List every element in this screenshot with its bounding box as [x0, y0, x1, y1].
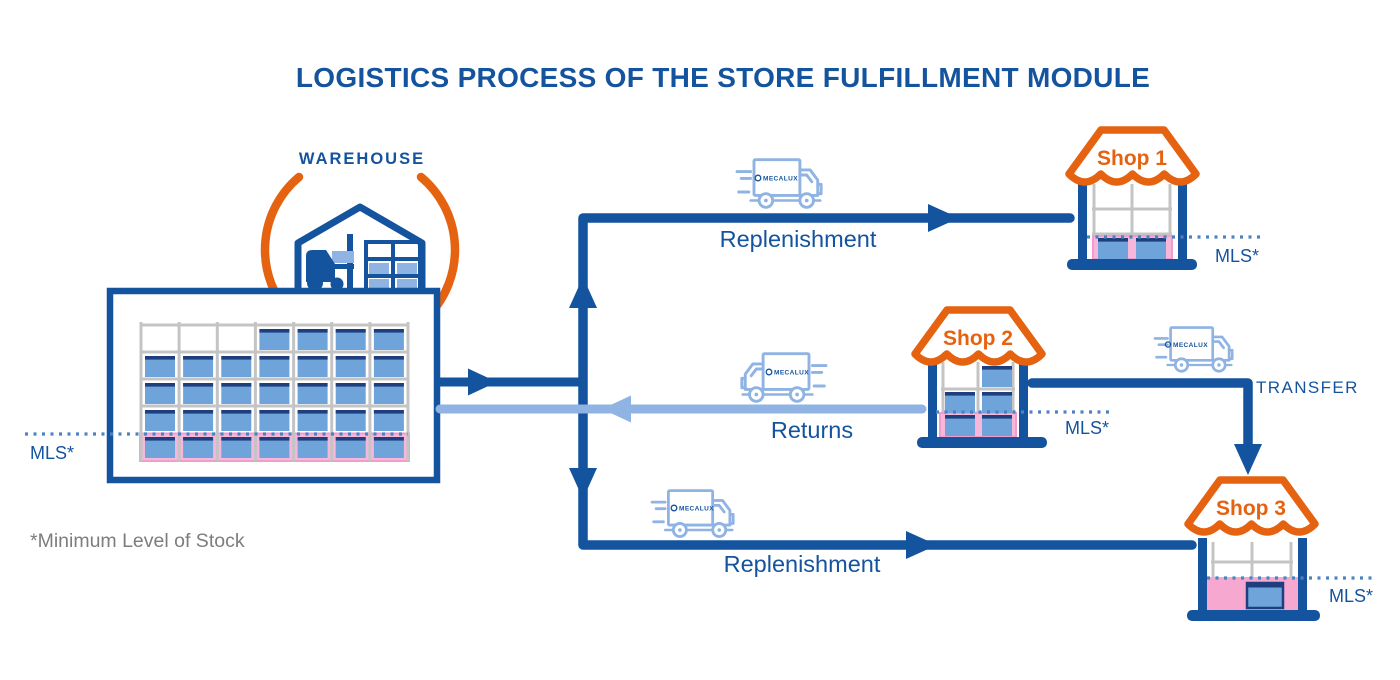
returns-label: Returns — [771, 417, 853, 443]
shop-3: Shop 3 MLS* — [1187, 480, 1373, 621]
mecalux-logo-mark — [754, 174, 762, 182]
shop-3-name: Shop 3 — [1216, 497, 1286, 520]
shop-3-mls-label: MLS* — [1329, 586, 1373, 606]
truck-icon-replenishment-bottom: MECALUX — [650, 489, 735, 538]
mecalux-logo: MECALUX — [1173, 342, 1208, 349]
shop-1: Shop 1 MLS* — [1067, 130, 1263, 270]
warehouse-output-arrow-head — [468, 368, 497, 396]
replenishment-top-arrow-head — [928, 204, 959, 232]
trunk-down-arrow-head — [569, 468, 597, 499]
truck-icon-transfer: MECALUX — [1153, 326, 1234, 373]
shop-3-stock-box — [1245, 581, 1285, 610]
mecalux-logo-mark — [765, 368, 773, 376]
replenishment-bottom-label: Replenishment — [724, 551, 881, 577]
transfer-arrow-head — [1234, 444, 1262, 475]
shop-2: Shop 2 MLS* — [915, 310, 1112, 448]
truck-icon-returns: MECALUX — [740, 352, 828, 403]
returns-arrow-head — [602, 395, 631, 423]
footnote-minimum-level: *Minimum Level of Stock — [30, 530, 245, 552]
forklift-icon — [306, 234, 354, 291]
shop-3-base — [1187, 610, 1320, 621]
shop-1-right-wall — [1178, 178, 1187, 266]
warehouse-mini-rack-icon — [364, 240, 422, 294]
shop-1-base — [1067, 259, 1197, 270]
shop-1-mls-label: MLS* — [1215, 246, 1259, 266]
warehouse-mls-label: MLS* — [30, 443, 74, 463]
shop-2-mls-label: MLS* — [1065, 418, 1109, 438]
transfer-label: TRANSFER — [1256, 378, 1359, 397]
replenishment-bottom-arrow-head — [906, 531, 937, 559]
page-title: LOGISTICS PROCESS OF THE STORE FULFILLME… — [296, 62, 1150, 93]
shop-1-left-wall — [1078, 178, 1087, 266]
warehouse-mini-rack-boxes — [369, 263, 417, 290]
shop-2-left-wall — [928, 358, 937, 442]
shop-2-base — [917, 437, 1047, 448]
trunk-up-arrow-head — [569, 277, 597, 308]
replenishment-top-label: Replenishment — [720, 226, 877, 252]
mecalux-logo: MECALUX — [679, 506, 714, 513]
mecalux-logo: MECALUX — [763, 176, 798, 183]
shop-3-left-wall — [1198, 538, 1207, 618]
warehouse-rack-grid — [139, 322, 410, 461]
mecalux-logo: MECALUX — [774, 370, 809, 377]
flow-trunk — [578, 213, 1197, 550]
shop-2-name: Shop 2 — [943, 327, 1013, 350]
flow-lines — [435, 204, 1262, 559]
mecalux-logo-mark — [670, 504, 678, 512]
transfer-line — [1027, 378, 1253, 451]
shop-1-name: Shop 1 — [1097, 147, 1167, 170]
warehouse-label: WAREHOUSE — [299, 150, 425, 168]
shop-2-right-wall — [1019, 358, 1028, 442]
truck-icon-replenishment-top: MECALUX — [735, 158, 823, 209]
mecalux-logo-mark — [1164, 341, 1172, 348]
